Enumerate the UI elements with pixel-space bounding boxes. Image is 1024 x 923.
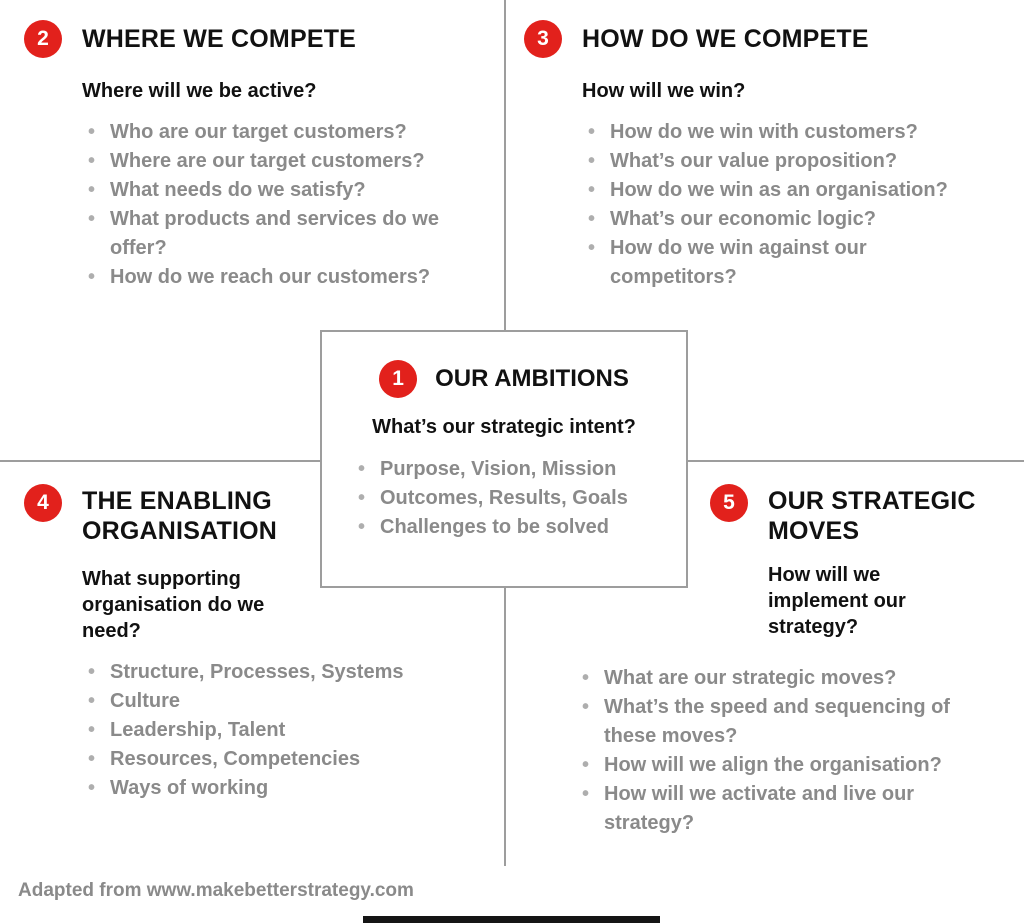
section-strategic-moves: 5 OUR STRATEGIC MOVES How will we implem… [558, 484, 1024, 838]
section-title: HOW DO WE COMPETE [582, 25, 869, 53]
list-item: Where are our target customers? [82, 147, 477, 176]
section-title: THE ENABLING ORGANISATION [82, 487, 277, 545]
attribution-text: Adapted from www.makebetterstrategy.com [18, 880, 414, 901]
list-item: How do we win with customers? [582, 118, 962, 147]
section-title: OUR STRATEGIC MOVES [768, 487, 976, 545]
list-item: Challenges to be solved [352, 513, 686, 542]
number-badge: 3 [524, 20, 562, 58]
bullet-list: Purpose, Vision, Mission Outcomes, Resul… [352, 455, 686, 542]
section-body: What supporting organisation do we need?… [82, 566, 496, 803]
section-enabling-organisation: 4 THE ENABLING ORGANISATION What support… [24, 484, 496, 803]
list-item: How will we activate and live our strate… [576, 780, 976, 838]
list-item: Culture [82, 687, 512, 716]
bullet-list: What are our strategic moves? What’s the… [576, 664, 976, 838]
section-title: WHERE WE COMPETE [82, 25, 357, 53]
bullet-list: Who are our target customers? Where are … [82, 118, 477, 292]
list-item: Leadership, Talent [82, 716, 512, 745]
list-item: How do we win as an organisation? [582, 176, 962, 205]
section-title: OUR AMBITIONS [435, 365, 629, 392]
number-badge: 5 [710, 484, 748, 522]
list-item: What’s our economic logic? [582, 205, 962, 234]
number-badge: 1 [379, 360, 418, 398]
section-our-ambitions: 1 OUR AMBITIONS What’s our strategic int… [320, 330, 688, 588]
section-question: How will we win? [582, 80, 746, 102]
number-badge: 2 [24, 20, 62, 58]
list-item: What products and services do we offer? [82, 205, 477, 263]
list-item: Ways of working [82, 774, 512, 803]
section-question: Where will we be active? [82, 80, 317, 102]
list-item: What’s the speed and sequencing of these… [576, 693, 976, 751]
section-header: 4 THE ENABLING ORGANISATION [24, 484, 496, 546]
list-item: What’s our value proposition? [582, 147, 962, 176]
section-body: Where will we be active? Who are our tar… [82, 78, 502, 292]
list-item: Purpose, Vision, Mission [352, 455, 686, 484]
list-item: Resources, Competencies [82, 745, 512, 774]
bullet-list: Structure, Processes, Systems Culture Le… [82, 658, 512, 803]
bullet-list: How do we win with customers? What’s our… [582, 118, 962, 292]
number-badge: 4 [24, 484, 62, 522]
section-header: 5 OUR STRATEGIC MOVES [710, 484, 1024, 546]
list-item: Structure, Processes, Systems [82, 658, 512, 687]
list-item: What are our strategic moves? [576, 664, 976, 693]
list-item: How will we align the organisation? [576, 751, 976, 780]
section-header: 3 HOW DO WE COMPETE [524, 20, 1016, 58]
list-item: How do we win against our competitors? [582, 234, 962, 292]
section-where-we-compete: 2 WHERE WE COMPETE Where will we be acti… [24, 20, 502, 292]
list-item: Who are our target customers? [82, 118, 477, 147]
bottom-bar-decoration [363, 916, 660, 923]
section-header: 1 OUR AMBITIONS [322, 360, 686, 398]
list-item: Outcomes, Results, Goals [352, 484, 686, 513]
section-question: How will we implement our strategy? [768, 564, 906, 638]
section-question: What supporting organisation do we need? [82, 568, 265, 642]
section-header: 2 WHERE WE COMPETE [24, 20, 502, 58]
list-item: What needs do we satisfy? [82, 176, 477, 205]
section-question: What’s our strategic intent? [372, 416, 636, 438]
section-body: How will we win? How do we win with cust… [582, 78, 1016, 292]
section-how-do-we-compete: 3 HOW DO WE COMPETE How will we win? How… [524, 20, 1016, 292]
list-item: How do we reach our customers? [82, 263, 477, 292]
